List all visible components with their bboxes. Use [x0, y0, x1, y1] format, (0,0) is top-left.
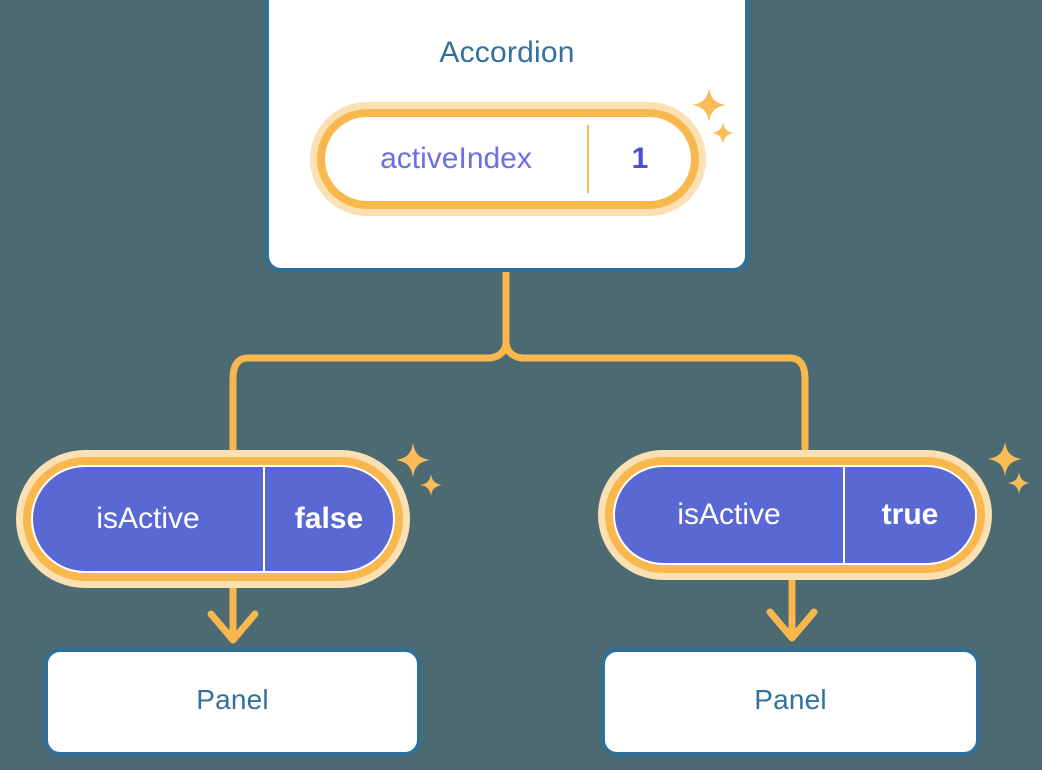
sparkle-icon [396, 443, 430, 477]
pill-divider [587, 125, 589, 193]
connector-trunk-split-right [502, 267, 809, 456]
prop-name: isActive [96, 502, 200, 535]
panel-title: Panel [196, 684, 269, 715]
prop-value: true [881, 498, 939, 531]
accordion-title: Accordion [439, 36, 575, 69]
sparkle-small-icon [1008, 472, 1030, 494]
pill-divider [263, 467, 265, 571]
pill-body: isActive true [613, 465, 977, 565]
connector-trunk-split [229, 267, 510, 456]
sparkle-small-icon [420, 474, 442, 496]
sparkle-icon [988, 442, 1022, 476]
pill-body: isActive false [31, 465, 395, 573]
sparkle-icon [692, 88, 726, 122]
panel-card-right[interactable]: Panel [601, 648, 980, 756]
panel-title: Panel [754, 684, 827, 715]
prop-value: 1 [631, 142, 649, 175]
pill-divider [843, 467, 845, 563]
panel-card-left[interactable]: Panel [44, 648, 421, 756]
prop-pill-activeindex[interactable]: activeIndex 1 [310, 102, 706, 216]
arrowhead-left [207, 610, 259, 644]
prop-name: activeIndex [380, 142, 532, 175]
prop-name: isActive [677, 498, 781, 531]
arrowhead-right [766, 608, 818, 642]
pill-body: activeIndex 1 [325, 117, 691, 201]
prop-value: false [294, 502, 364, 535]
prop-pill-isactive-left[interactable]: isActive false [16, 450, 410, 588]
sparkle-small-icon [712, 122, 734, 144]
prop-pill-isactive-right[interactable]: isActive true [598, 450, 992, 580]
